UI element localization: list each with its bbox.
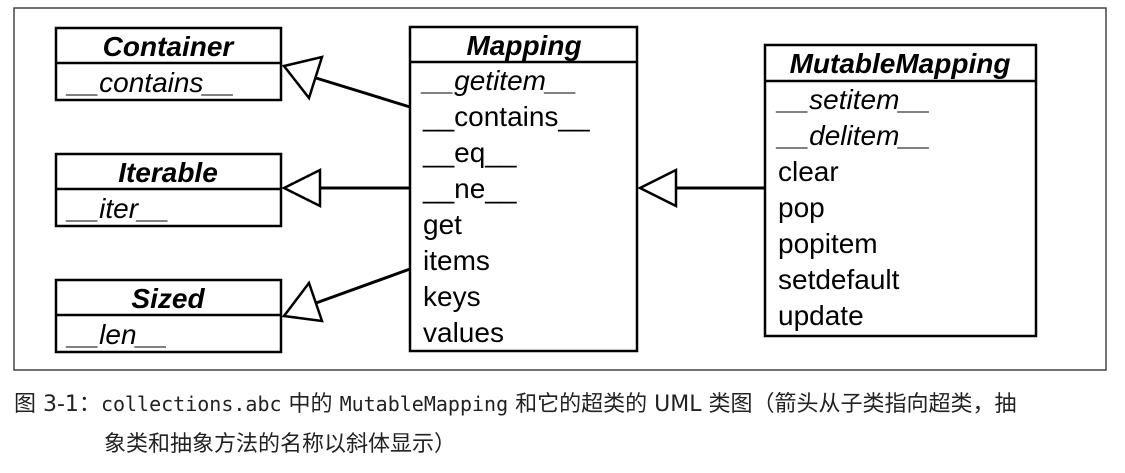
inheritance-arrowhead: [281, 167, 322, 209]
member-mapping-values: values: [423, 317, 504, 348]
inheritance-arrowhead: [637, 167, 678, 209]
member-mutablemapping-pop: pop: [778, 192, 825, 223]
member-mapping-getitem: __getitem__: [420, 65, 577, 96]
figure-caption: 图 3-1：collections.abc 中的 MutableMapping …: [14, 384, 1114, 465]
class-name-mutablemapping: MutableMapping: [790, 48, 1011, 79]
class-iterable: Iterable __iter__: [54, 152, 283, 228]
member-mapping-items: items: [423, 245, 490, 276]
caption-line-1: 图 3-1：collections.abc 中的 MutableMapping …: [14, 384, 1114, 425]
member-mapping-keys: keys: [423, 281, 481, 312]
class-name-iterable: Iterable: [118, 157, 218, 188]
member-mapping-ne: __ne__: [422, 173, 517, 204]
edge-mapping-to-container: [281, 55, 411, 109]
edge-mapping-to-iterable: [281, 167, 410, 209]
member-mapping-contains: __contains__: [422, 101, 590, 132]
member-mapping-get: get: [423, 209, 462, 240]
member-mutablemapping-setitem: __setitem__: [775, 84, 931, 115]
class-container: Container __contains__: [54, 26, 283, 102]
class-mutablemapping: MutableMapping __setitem__ __delitem__ c…: [763, 43, 1038, 338]
caption-line-2: 象类和抽象方法的名称以斜体显示）: [104, 432, 457, 457]
class-mapping: Mapping __getitem__ __contains__ __eq__ …: [408, 25, 639, 353]
caption-text-1: 中的: [281, 392, 340, 417]
member-sized-len: __len__: [65, 319, 168, 350]
caption-prefix: 图 3-1：: [14, 392, 101, 417]
edge-mutablemapping-to-mapping: [637, 167, 765, 209]
member-mutablemapping-setdefault: setdefault: [778, 264, 900, 295]
inheritance-arrowhead: [281, 280, 324, 323]
member-mapping-eq: __eq__: [422, 137, 517, 168]
member-mutablemapping-delitem: __delitem__: [775, 120, 931, 151]
diagram-frame: [13, 7, 1107, 371]
member-mutablemapping-clear: clear: [778, 156, 839, 187]
class-name-mapping: Mapping: [466, 30, 581, 61]
caption-code-class: MutableMapping: [339, 392, 509, 416]
edge-mapping-to-sized: [281, 267, 411, 323]
class-name-sized: Sized: [131, 283, 205, 314]
uml-class-diagram: Container __contains__ Iterable __iter__…: [13, 7, 1107, 371]
class-name-container: Container: [103, 31, 236, 62]
member-mutablemapping-update: update: [778, 300, 864, 331]
class-sized: Sized __len__: [54, 278, 283, 354]
member-iterable-iter: __iter__: [65, 193, 169, 224]
member-mutablemapping-popitem: popitem: [778, 228, 878, 259]
caption-text-2: 和它的超类的 UML 类图（箭头从子类指向超类，抽: [508, 392, 1017, 417]
caption-code-module: collections.abc: [100, 392, 282, 416]
inheritance-arrowhead: [281, 55, 324, 101]
member-container-contains: __contains__: [65, 67, 235, 98]
